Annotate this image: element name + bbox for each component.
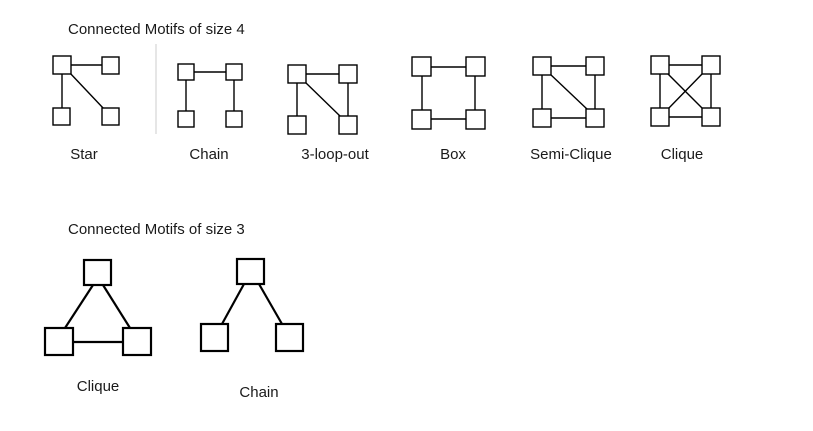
edge	[304, 81, 342, 118]
size4-heading: Connected Motifs of size 4	[68, 21, 245, 38]
node	[465, 109, 486, 130]
motif-label-clique-3: Clique	[76, 378, 120, 395]
node	[52, 55, 72, 75]
node	[225, 63, 243, 81]
edge	[68, 71, 105, 110]
node	[411, 109, 432, 130]
motif-label-box: Box	[440, 146, 466, 163]
node	[199, 322, 230, 353]
size3-heading: Connected Motifs of size 3	[68, 221, 245, 238]
motif-label-clique: Clique	[660, 146, 704, 163]
node	[287, 115, 307, 135]
motif-clique	[650, 55, 721, 127]
motif-label-chain: Chain	[189, 146, 229, 163]
node	[701, 107, 721, 127]
node	[121, 326, 153, 357]
edge	[666, 71, 705, 111]
node	[235, 257, 266, 286]
node	[225, 110, 243, 128]
motif-box	[411, 56, 486, 130]
motif-label-chain-3: Chain	[239, 384, 279, 401]
node	[177, 63, 195, 81]
motif-star	[52, 55, 120, 126]
node	[82, 258, 113, 287]
node	[532, 56, 552, 76]
edge	[549, 73, 589, 111]
edge	[221, 283, 245, 325]
node	[701, 55, 721, 75]
node	[650, 55, 670, 75]
motif-semi-clique	[532, 56, 605, 128]
motif-label-3-loop-out: 3-loop-out	[301, 146, 369, 163]
node	[585, 56, 605, 76]
node	[101, 56, 120, 75]
node	[411, 56, 432, 77]
edge	[102, 284, 131, 329]
node	[177, 110, 195, 128]
motif-clique-3	[43, 258, 153, 357]
node	[43, 326, 75, 357]
node	[101, 107, 120, 126]
node	[52, 107, 71, 126]
node	[585, 108, 605, 128]
edge	[258, 283, 283, 325]
motif-chain	[177, 63, 243, 128]
edge	[64, 284, 94, 329]
node	[650, 107, 670, 127]
motif-chain-3	[199, 257, 305, 353]
node	[338, 64, 358, 84]
node	[338, 115, 358, 135]
node	[532, 108, 552, 128]
node	[465, 56, 486, 77]
motif-label-star: Star	[70, 146, 98, 163]
motif-label-semi-clique: Semi-Clique	[530, 146, 612, 163]
node	[287, 64, 307, 84]
motif-3-loop-out	[287, 64, 358, 135]
node	[274, 322, 305, 353]
